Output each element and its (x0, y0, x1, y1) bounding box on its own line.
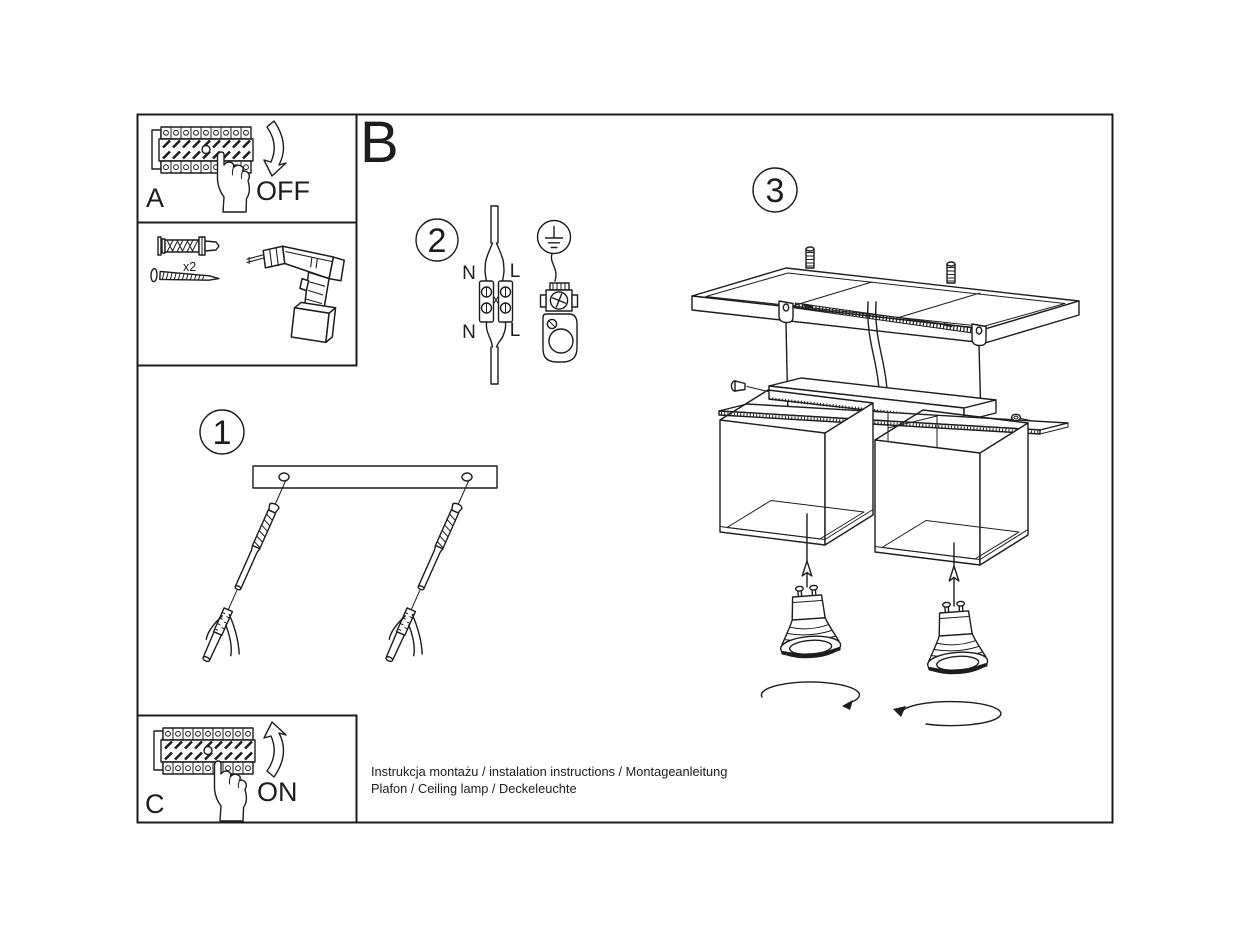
insert-arrow-right (948, 542, 960, 607)
footer: Instrukcja montażu / instalation instruc… (371, 764, 727, 796)
curved-arrow-up-icon (263, 721, 287, 778)
lamp-canopy (718, 377, 1069, 472)
rotate-arrow-left (760, 681, 861, 710)
ground-connection (536, 219, 579, 363)
step-1-badge (199, 409, 245, 455)
step-2-wiring: 2 N L N L (415, 205, 579, 385)
cube-shade-left (719, 389, 874, 546)
wire-label-n-top: N (462, 263, 476, 284)
drill-icon (246, 245, 345, 344)
panel-a-label: A (146, 183, 164, 213)
cube-shade-right (874, 409, 1029, 566)
panel-c-label: C (145, 789, 165, 819)
mounting-stud-right (946, 261, 956, 284)
strip-hole-left (278, 472, 290, 482)
step-2-badge (415, 218, 459, 262)
outer-border (136, 113, 1114, 824)
insert-arrow-left (801, 513, 813, 588)
footer-line-1: Instrukcja montażu / instalation instruc… (371, 764, 727, 779)
step-1-fixing: 1 (196, 409, 498, 673)
wire-label-l-top: L (510, 261, 521, 282)
section-b-label: B (360, 110, 399, 175)
screw-anchor-assembly-left (196, 475, 313, 673)
wire-label-l-bottom: L (510, 320, 521, 341)
circuit-breaker-icon (152, 726, 257, 776)
ground-symbol-icon (536, 219, 572, 255)
footer-line-2: Plafon / Ceiling lamp / Deckeleuchte (371, 781, 577, 796)
power-cable (867, 301, 888, 391)
screw-anchor-assembly-right (379, 475, 496, 673)
wall-plug-icon (157, 236, 220, 256)
panel-tools: x2 (149, 236, 345, 344)
mounting-strip (252, 465, 498, 489)
panel-power-on: ON C (145, 721, 298, 822)
strip-hole-right (461, 472, 473, 482)
step-2-number: 2 (428, 222, 447, 260)
step-3-number: 3 (766, 172, 785, 210)
step-3-assembly: 3 (691, 167, 1080, 727)
on-label: ON (257, 777, 298, 807)
wire-label-n-bottom: N (462, 322, 476, 343)
gu10-bulb-left (774, 582, 844, 662)
mains-cable-and-terminal (478, 205, 514, 385)
off-label: OFF (256, 176, 310, 206)
sheet-borders (136, 113, 1114, 824)
panel-tools-border (136, 221, 358, 367)
ceiling-plate (691, 267, 1080, 344)
canopy-screw-right (1010, 413, 1022, 422)
panel-c-border (136, 714, 358, 824)
step-1-number: 1 (213, 414, 232, 452)
rotate-arrow-right (893, 700, 1002, 727)
gu10-bulb-right (921, 598, 991, 678)
panel-power-off: OFF A (146, 120, 310, 213)
step-3-badge (752, 167, 798, 213)
curved-arrow-down-icon (263, 120, 287, 177)
quantity-label: x2 (183, 260, 196, 274)
mounting-stud-left (805, 246, 815, 269)
